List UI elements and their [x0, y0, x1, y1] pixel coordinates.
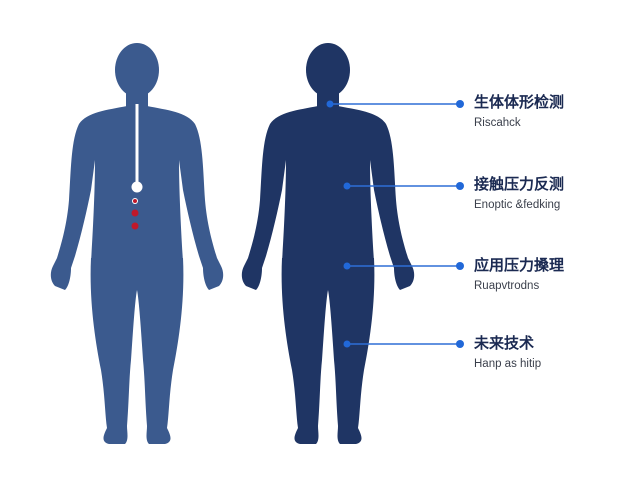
pressure-dot: [131, 222, 139, 230]
label-title: 接触压力反测: [474, 175, 565, 193]
callout-start-dot: [343, 340, 351, 348]
callout-hip: [343, 262, 464, 270]
pressure-dot: [131, 209, 139, 217]
callout-start-dot: [326, 100, 334, 108]
label-contact-pressure: 接触压力反测 Enoptic &fedking: [474, 175, 564, 212]
callout-end-dot: [456, 262, 464, 270]
label-future-tech: 未来技术 Hanp as hitip: [474, 334, 541, 371]
callout-end-dot: [456, 340, 464, 348]
label-title: 生体体形检测: [474, 93, 565, 111]
spine-node: [131, 181, 143, 193]
label-title: 应用压力搡理: [474, 256, 565, 274]
label-subtitle: Ruapvtrodns: [474, 280, 540, 292]
left-figure: [50, 43, 224, 444]
callout-start-dot: [343, 262, 351, 270]
callout-knee: [343, 340, 464, 348]
callout-end-dot: [456, 100, 464, 108]
label-applied-pressure: 应用压力搡理 Ruapvtrodns: [474, 256, 564, 293]
callout-chest: [343, 182, 464, 190]
label-body-shape-detection: 生体体形检测 Riscahck: [474, 93, 564, 130]
left-body-silhouette: [50, 43, 224, 444]
callout-start-dot: [343, 182, 351, 190]
label-subtitle: Hanp as hitip: [474, 358, 542, 370]
callout-end-dot: [456, 182, 464, 190]
label-subtitle: Riscahck: [474, 117, 521, 129]
callout-neck: [326, 100, 464, 108]
label-subtitle: Enoptic &fedking: [474, 199, 561, 211]
pressure-dot-core: [133, 199, 137, 203]
label-title: 未来技术: [474, 334, 535, 352]
